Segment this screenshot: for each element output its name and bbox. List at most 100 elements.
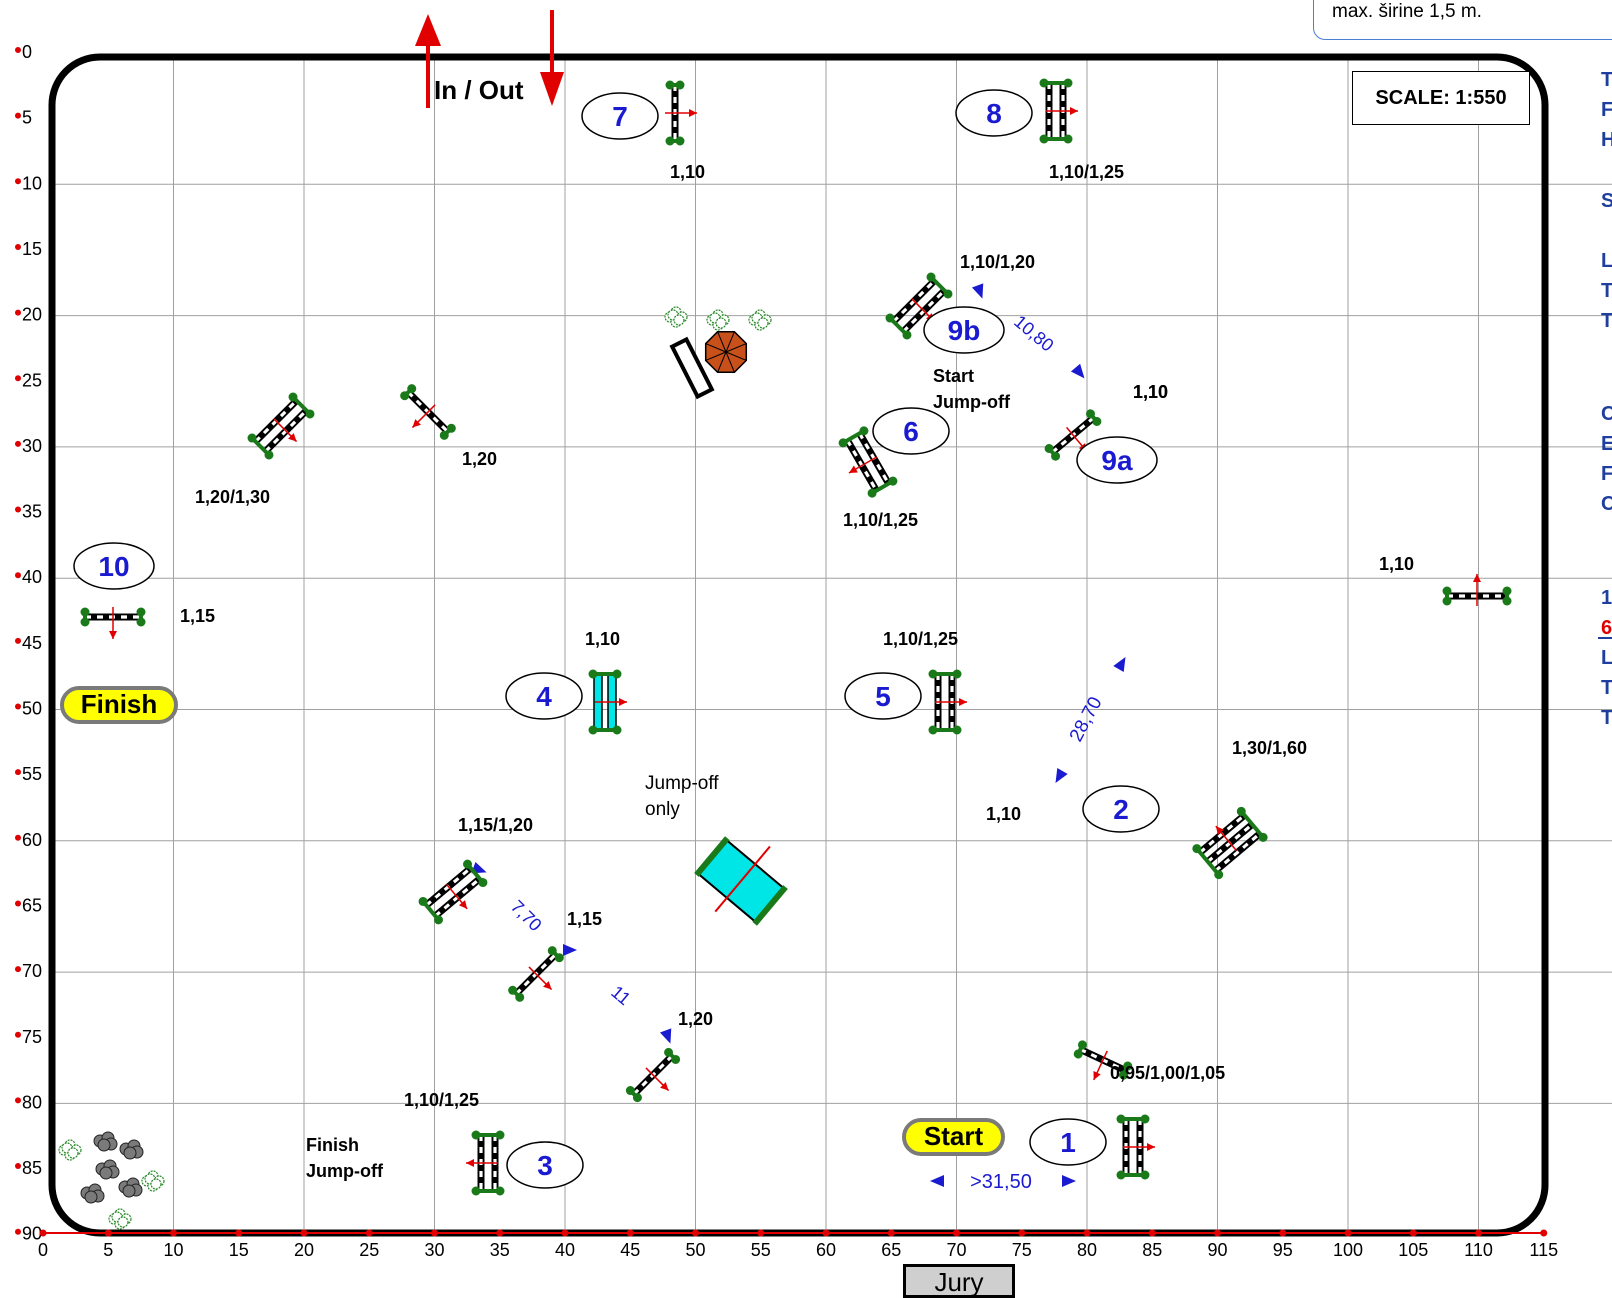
y-axis-tick-label: 25 bbox=[22, 370, 42, 390]
distance-arrow bbox=[1113, 656, 1126, 673]
grid bbox=[52, 57, 1612, 1233]
side-legend-letter: F bbox=[1601, 99, 1612, 121]
side-legend-letter: T bbox=[1601, 69, 1612, 91]
bush-icon bbox=[58, 1139, 82, 1161]
distance-label: 28,70 bbox=[1066, 693, 1107, 745]
x-axis-dot bbox=[1083, 1229, 1091, 1237]
start-badge: Start bbox=[902, 1118, 1005, 1156]
y-axis-tick-label: 65 bbox=[22, 895, 42, 915]
x-axis-tick-label: 85 bbox=[1142, 1240, 1162, 1260]
obstacle-number-1: 1 bbox=[1029, 1118, 1107, 1166]
height-label: 1,10/1,25 bbox=[883, 629, 958, 649]
obstacle-number-9b: 9b bbox=[923, 306, 1005, 354]
x-axis-tick-label: 60 bbox=[816, 1240, 836, 1260]
y-axis-dot bbox=[15, 1031, 21, 1038]
rock-icon bbox=[119, 1139, 144, 1160]
height-label: 1,15 bbox=[567, 909, 602, 929]
y-axis-tick-label: 70 bbox=[22, 961, 42, 981]
y-axis-dot bbox=[15, 1163, 21, 1170]
x-axis-dot bbox=[626, 1229, 634, 1237]
obstacle-number-10: 10 bbox=[73, 542, 155, 590]
x-axis-tick-label: 25 bbox=[359, 1240, 379, 1260]
obstacle-number-2: 2 bbox=[1082, 785, 1160, 833]
y-axis-dot bbox=[15, 703, 21, 710]
fence bbox=[1039, 78, 1078, 144]
jumpoff-only-label: Jump-off only bbox=[645, 773, 719, 820]
y-axis-tick-label: 20 bbox=[22, 305, 42, 325]
obstacle-number-4: 4 bbox=[505, 672, 583, 720]
x-axis-tick-label: 40 bbox=[555, 1240, 575, 1260]
height-label: 1,10/1,25 bbox=[843, 510, 918, 530]
svg-text:Start: Start bbox=[933, 366, 974, 386]
distance-label: 10,80 bbox=[1010, 311, 1057, 355]
side-legend-letter: C bbox=[1601, 493, 1612, 515]
height-label: 1,10 bbox=[1133, 382, 1168, 402]
y-axis-dot bbox=[15, 572, 21, 579]
x-axis-tick-label: 80 bbox=[1077, 1240, 1097, 1260]
x-axis-tick-label: 115 bbox=[1529, 1240, 1558, 1260]
x-axis-tick-label: 5 bbox=[103, 1240, 113, 1260]
y-axis-dot bbox=[15, 178, 21, 185]
x-axis-tick-label: 30 bbox=[424, 1240, 444, 1260]
fence bbox=[1442, 574, 1512, 606]
distance-arrow bbox=[1055, 767, 1068, 784]
fence bbox=[466, 1130, 505, 1196]
distance-arrow bbox=[1070, 363, 1085, 379]
bush-icon bbox=[706, 309, 730, 331]
x-axis-dot bbox=[496, 1229, 504, 1237]
x-axis-tick-label: 50 bbox=[685, 1240, 705, 1260]
y-axis-tick-label: 85 bbox=[22, 1158, 42, 1178]
svg-text:Jump-off: Jump-off bbox=[645, 773, 719, 794]
x-axis-tick-label: 55 bbox=[751, 1240, 771, 1260]
side-legend-letter: L bbox=[1601, 647, 1612, 669]
y-axis-dot bbox=[15, 966, 21, 973]
x-axis-dot bbox=[1214, 1229, 1221, 1237]
fence bbox=[928, 669, 967, 735]
y-axis-dot bbox=[15, 243, 21, 250]
distance-label: 7,70 bbox=[507, 896, 546, 935]
distance-arrow bbox=[659, 1028, 672, 1044]
x-axis-tick-label: 90 bbox=[1207, 1240, 1227, 1260]
x-axis-dot bbox=[1409, 1229, 1417, 1237]
rock-icon bbox=[95, 1159, 120, 1180]
y-axis-tick-label: 35 bbox=[22, 502, 42, 522]
x-axis-dot bbox=[431, 1229, 438, 1237]
distance-arrow bbox=[1062, 1175, 1076, 1187]
x-axis-dot bbox=[365, 1229, 373, 1237]
x-axis-dot bbox=[757, 1229, 765, 1237]
height-label: 1,10/1,25 bbox=[404, 1090, 479, 1110]
rock-icon bbox=[118, 1177, 143, 1198]
height-label: 1,10 bbox=[1379, 554, 1414, 574]
water-jump-jumpoff bbox=[694, 836, 788, 926]
height-label: 1,10/1,25 bbox=[1049, 162, 1124, 182]
obstacle-number-9a: 9a bbox=[1076, 436, 1158, 484]
side-legend-letter: S bbox=[1601, 190, 1612, 212]
svg-text:9a: 9a bbox=[1101, 445, 1133, 476]
y-axis-tick-label: 50 bbox=[22, 699, 42, 719]
y-axis-dot bbox=[15, 769, 21, 776]
x-axis-tick-label: 65 bbox=[881, 1240, 901, 1260]
svg-text:7: 7 bbox=[612, 101, 628, 132]
y-axis-dot bbox=[15, 440, 21, 447]
side-legend-letter: 1 bbox=[1601, 587, 1612, 609]
fence bbox=[1192, 806, 1268, 880]
x-axis-dot bbox=[39, 1229, 47, 1237]
x-axis-dot bbox=[1475, 1229, 1482, 1237]
y-axis-tick-label: 0 bbox=[22, 42, 32, 62]
svg-text:only: only bbox=[645, 799, 680, 820]
y-axis-tick-label: 80 bbox=[22, 1092, 42, 1112]
x-axis-dot bbox=[953, 1229, 960, 1237]
height-label: 1,10/1,20 bbox=[960, 252, 1035, 272]
side-legend-letter: H bbox=[1601, 129, 1612, 151]
x-axis-dot bbox=[887, 1229, 895, 1237]
svg-text:1: 1 bbox=[1060, 1127, 1076, 1158]
plank-obstacle bbox=[669, 336, 715, 400]
y-axis-tick-label: 40 bbox=[22, 567, 42, 587]
x-axis-dot bbox=[235, 1229, 243, 1237]
y-axis-tick-label: 75 bbox=[22, 1027, 42, 1047]
svg-text:10: 10 bbox=[98, 551, 129, 582]
side-legend-letter: F bbox=[1601, 463, 1612, 485]
y-axis-dot bbox=[15, 375, 21, 382]
